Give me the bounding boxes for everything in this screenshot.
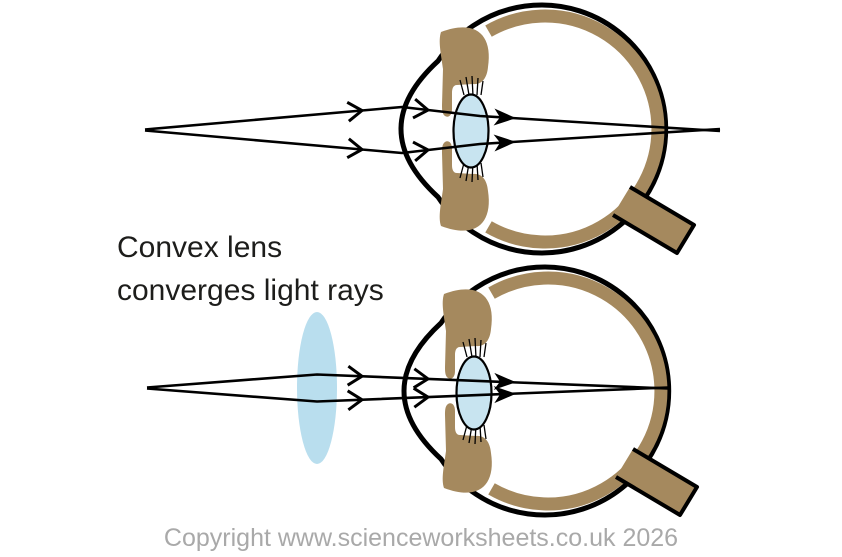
light-rays-uncorrected [144,97,721,163]
copyright-text: Copyright www.scienceworksheets.co.uk 20… [163,524,679,552]
light-rays-corrected [146,364,669,412]
light-ray-lower [146,386,669,403]
diagram-label-line1: Convex lens [117,231,283,264]
light-ray-upper [146,373,669,390]
light-ray-lower [144,127,721,155]
diagram-label-line2: converges light rays [117,274,384,307]
diagram-label: Convex lens converges light rays [117,226,384,312]
eye-uncorrected [401,5,694,253]
light-ray-upper [144,105,721,133]
convex-lens-shape [297,312,337,464]
